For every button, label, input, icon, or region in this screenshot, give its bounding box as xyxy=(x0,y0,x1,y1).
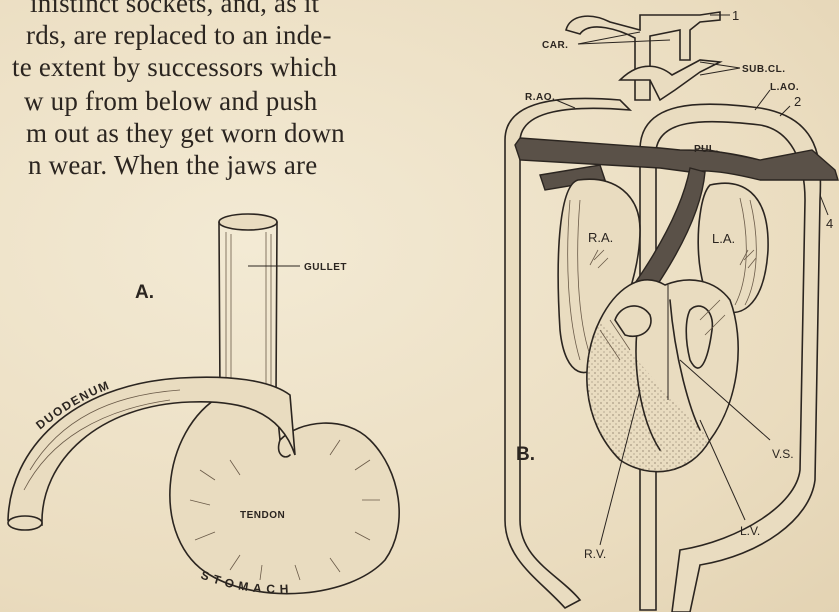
r-a-label: R.A. xyxy=(588,230,613,245)
figure-b-letter: B. xyxy=(516,444,535,465)
figure-a-letter: A. xyxy=(135,282,154,303)
r-ao-label: R.AO. xyxy=(525,92,555,103)
car-label: CAR. xyxy=(542,40,568,51)
gullet-tube xyxy=(219,214,277,395)
tendon-label: TENDON xyxy=(240,510,285,521)
v-s-label: V.S. xyxy=(772,447,794,461)
figure-a: GULLET A. DUODENUM TENDON STOMACH xyxy=(8,214,399,596)
pul-label: PUL. xyxy=(694,144,719,155)
number-1-label: 1 xyxy=(732,8,739,23)
figure-b: CAR. SUB.CL. R.AO. L.AO. PUL. R.A. L.A. … xyxy=(505,8,838,612)
number-4-label: 4 xyxy=(826,216,833,231)
r-v-label: R.V. xyxy=(584,547,606,561)
l-v-label: L.V. xyxy=(740,524,760,538)
number-2-label: 2 xyxy=(794,94,801,109)
gullet-label: GULLET xyxy=(304,262,347,273)
carotid-vessels xyxy=(566,12,720,100)
sub-cl-label: SUB.CL. xyxy=(742,64,786,75)
l-ao-label: L.AO. xyxy=(770,82,799,93)
l-a-label: L.A. xyxy=(712,231,735,246)
